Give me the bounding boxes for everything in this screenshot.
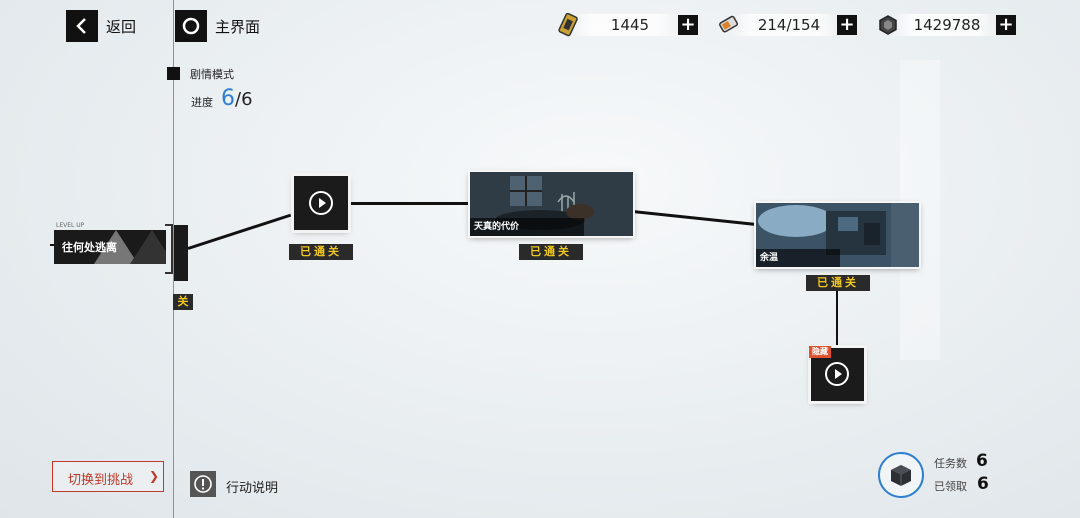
stage-card: 往何处逃离 <box>54 230 166 264</box>
stage-status: 已通关 <box>519 244 583 260</box>
resource-bar-3 <box>890 14 1000 36</box>
progress-label: 进度 <box>191 96 213 109</box>
home-button[interactable] <box>175 10 207 42</box>
stage-status: 已通关 <box>289 244 353 260</box>
play-icon <box>309 191 333 215</box>
help-label[interactable]: 行动说明 <box>226 481 279 496</box>
progress-current: 6 <box>221 86 235 111</box>
stage-card-shape <box>130 230 166 264</box>
ticket-count: 1445 <box>610 16 650 34</box>
marker-dot <box>50 244 54 246</box>
stage-status: 关 <box>173 294 193 310</box>
path-line <box>836 290 838 348</box>
back-label[interactable]: 返回 <box>106 18 137 36</box>
info-icon <box>194 475 212 493</box>
add-coin-button[interactable]: + <box>996 15 1016 35</box>
tasks-value: 6 <box>976 451 988 471</box>
stage-node-3[interactable]: 天真的代价 <box>470 172 633 236</box>
resource-bar-2 <box>730 14 840 36</box>
back-button[interactable] <box>66 10 98 42</box>
task-reward-button[interactable] <box>878 452 924 498</box>
hidden-badge: 隐藏 <box>809 346 831 358</box>
switch-label: 切换到挑战 <box>68 473 134 488</box>
add-ticket-button[interactable]: + <box>678 15 698 35</box>
chevron-right-icon: ❯ <box>149 469 160 483</box>
path-line <box>348 202 472 205</box>
chevron-left-icon <box>76 18 86 34</box>
stage-node-1[interactable]: LEVEL UP 往何处逃离 <box>50 222 190 282</box>
stage-title: 天真的代价 <box>470 218 584 236</box>
resource-bar-1 <box>570 14 680 36</box>
stage-node-4[interactable]: 余温 <box>756 203 919 267</box>
coin-count: 1429788 <box>913 16 981 34</box>
play-icon <box>825 362 849 386</box>
help-button[interactable] <box>190 471 216 497</box>
stage-tag: LEVEL UP <box>56 222 85 229</box>
mode-title: 剧情模式 <box>190 68 234 81</box>
stage-edge <box>174 225 188 281</box>
battery-icon <box>719 15 738 33</box>
divider-line <box>173 0 174 518</box>
claimed-value: 6 <box>977 474 989 494</box>
circle-icon <box>182 17 200 35</box>
stage-title: 往何处逃离 <box>62 241 117 254</box>
mode-marker-icon <box>167 67 180 80</box>
ticket-icon <box>558 12 578 37</box>
home-label[interactable]: 主界面 <box>215 18 261 36</box>
progress-value: 6/6 <box>221 86 253 111</box>
stage-status: 已通关 <box>806 275 870 291</box>
stage-node-2[interactable] <box>294 176 348 230</box>
progress-total: /6 <box>235 89 253 110</box>
bracket-icon <box>165 224 173 274</box>
box-icon <box>891 465 911 486</box>
battery-count: 214/154 <box>757 16 821 34</box>
coin-icon <box>879 15 897 35</box>
path-line <box>632 210 757 226</box>
path-line <box>187 213 292 250</box>
claimed-label: 已领取 <box>934 480 967 493</box>
tasks-label: 任务数 <box>934 457 967 470</box>
switch-to-challenge-button[interactable]: 切换到挑战 ❯ <box>52 461 164 492</box>
add-battery-button[interactable]: + <box>837 15 857 35</box>
stage-title: 余温 <box>756 249 840 267</box>
